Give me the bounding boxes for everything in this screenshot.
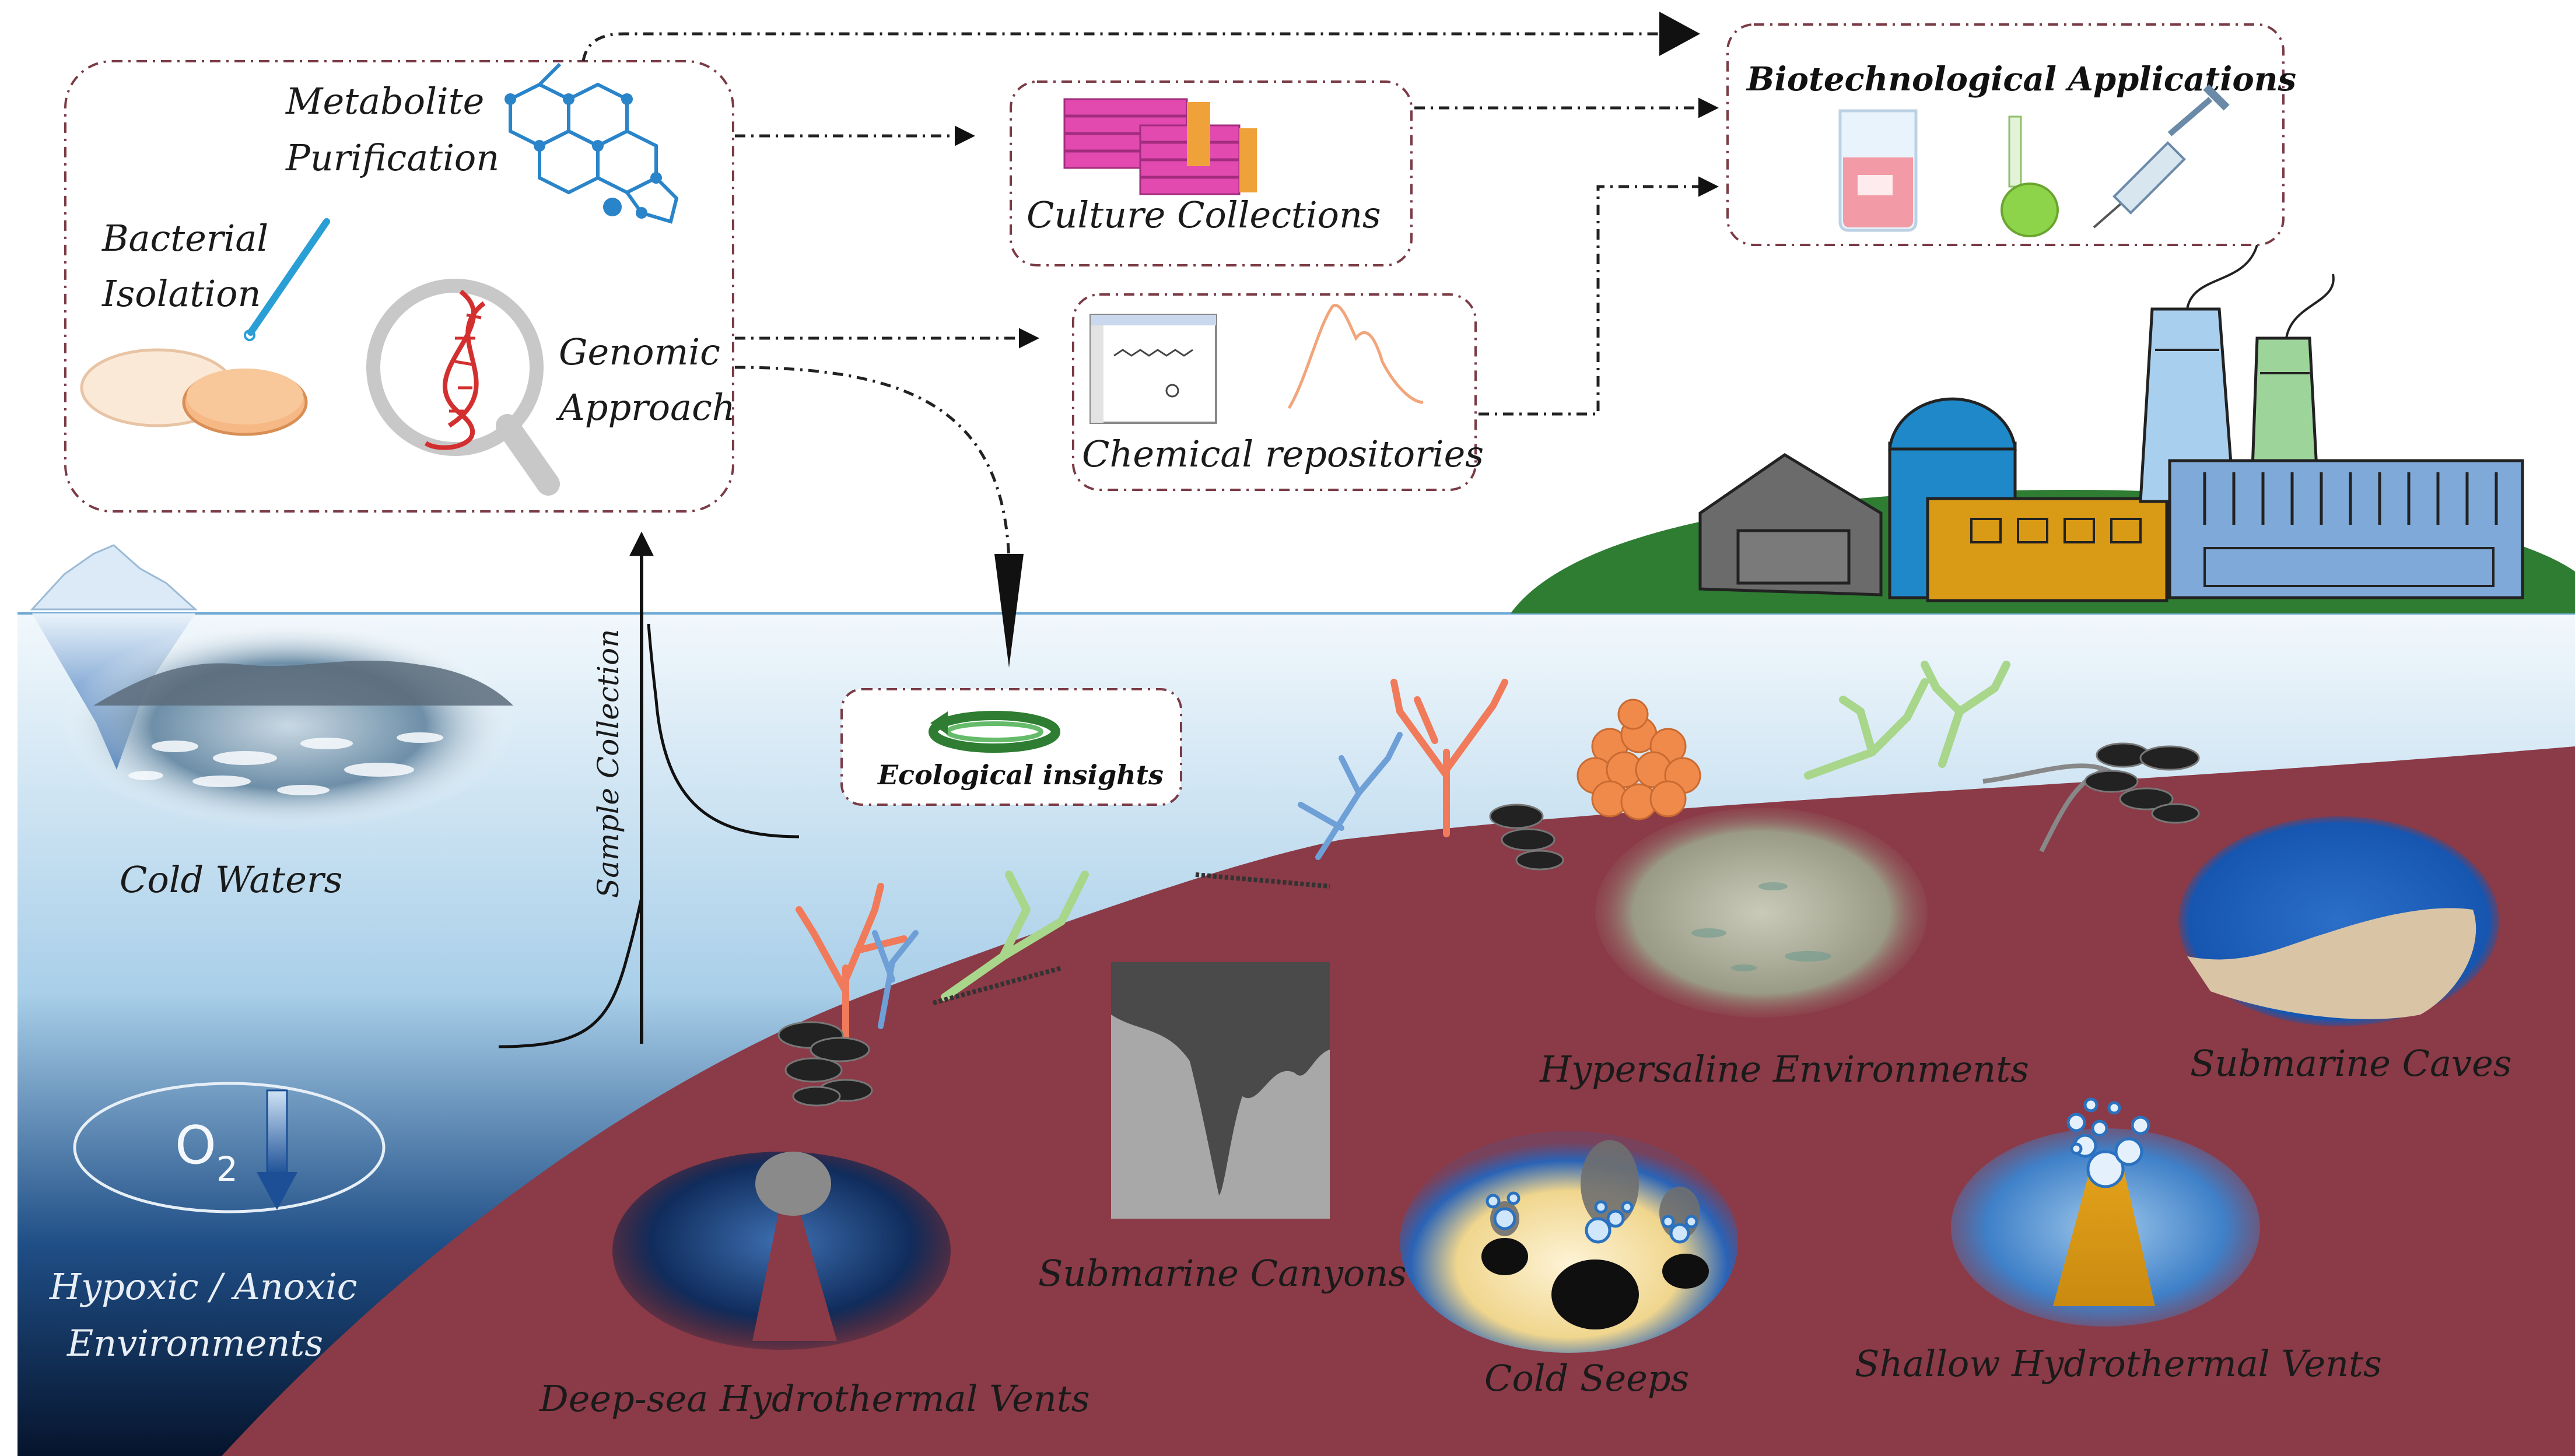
chemical-structure-window-icon xyxy=(1089,314,1217,424)
label-hypersaline: Hypersaline Environments xyxy=(1539,1048,2029,1090)
seaweed-right xyxy=(1982,763,2112,852)
label-biotech-applications: Biotechnological Applications xyxy=(1746,60,2296,99)
spectrum-icon xyxy=(1287,304,1424,409)
flask-icon xyxy=(2001,115,2059,237)
sample-curve-right xyxy=(647,623,800,838)
culture-plates-icon xyxy=(1063,98,1257,195)
coral-green-right xyxy=(1804,661,2010,780)
arrow-head-ecological xyxy=(994,554,1024,668)
magnifier-dna-icon xyxy=(366,279,560,496)
cold-waters-image xyxy=(61,621,516,831)
mussels-mid xyxy=(1489,804,1564,871)
recycle-arrows-icon xyxy=(929,711,1060,753)
coral-blue-mid xyxy=(1298,732,1403,860)
sample-curve-left xyxy=(498,897,643,1048)
coral-orange-left xyxy=(796,883,908,1041)
o2-symbol: O2 xyxy=(175,1115,238,1189)
label-cold-seeps: Cold Seeps xyxy=(1484,1357,1689,1399)
arrow-chemical-to-biotech xyxy=(1479,176,1719,416)
seep-mounds xyxy=(1481,1238,1709,1329)
label-genomic: Genomic xyxy=(559,331,720,373)
label-shallow-vents: Shallow Hydrothermal Vents xyxy=(1855,1342,2382,1385)
hypersaline-texture xyxy=(1691,882,1831,971)
label-hypoxic-line2: Environments xyxy=(66,1322,323,1364)
label-hypoxic-line1: Hypoxic / Anoxic xyxy=(49,1265,357,1308)
shallow-vent-chimney xyxy=(2053,1166,2155,1306)
petri-dish-icon xyxy=(80,348,308,436)
label-culture-collections: Culture Collections xyxy=(1027,194,1381,236)
coral-green-left xyxy=(941,871,1089,1001)
shallow-bubbles-icon xyxy=(2066,1097,2150,1188)
cave-sand xyxy=(2187,908,2476,1019)
canyon-profile xyxy=(1111,962,1330,1195)
vent-chimney xyxy=(752,1198,837,1341)
coral-blue-left xyxy=(872,930,919,1029)
label-isolation: Isolation xyxy=(101,272,261,315)
label-approach: Approach xyxy=(556,386,735,429)
label-purification: Purification xyxy=(285,136,499,179)
label-sample-collection: Sample Collection xyxy=(591,629,625,898)
cold-seeps-image xyxy=(1400,1131,1738,1353)
bubbles-icon xyxy=(1486,1191,1698,1244)
vent-smoke xyxy=(755,1152,831,1216)
label-submarine-canyons: Submarine Canyons xyxy=(1038,1252,1407,1294)
factory-icon xyxy=(1698,244,2524,602)
arrow-head-biotech xyxy=(1659,12,1700,56)
hypersaline-image xyxy=(1595,808,1928,1018)
mountain-silhouette xyxy=(93,660,513,706)
inoculation-loop-icon xyxy=(244,218,330,341)
label-ecological-insights: Ecological insights xyxy=(877,759,1164,791)
seaweed-strands xyxy=(932,872,1330,1005)
label-metabolite: Metabolite xyxy=(285,80,484,122)
syringe-icon xyxy=(2093,84,2230,229)
arrow-to-ecological xyxy=(734,366,1011,560)
label-bacterial: Bacterial xyxy=(101,217,268,259)
ice-floes xyxy=(128,732,443,795)
o2-ellipse xyxy=(73,1082,386,1213)
label-deep-sea-vents: Deep-sea Hydrothermal Vents xyxy=(539,1377,1090,1420)
beaker-icon xyxy=(1838,109,1918,232)
arrow-to-biotech xyxy=(581,32,1674,62)
molecule-atoms xyxy=(505,93,662,219)
mussels-left xyxy=(777,1021,873,1107)
coral-orange-mid xyxy=(1390,679,1508,837)
label-submarine-caves: Submarine Caves xyxy=(2190,1042,2512,1085)
mussels-right xyxy=(2084,742,2200,824)
label-chemical-repositories: Chemical repositories xyxy=(1082,433,1484,475)
down-arrow-icon xyxy=(257,1089,297,1210)
label-cold-waters: Cold Waters xyxy=(120,858,342,901)
sponge-orange xyxy=(1576,699,1701,820)
